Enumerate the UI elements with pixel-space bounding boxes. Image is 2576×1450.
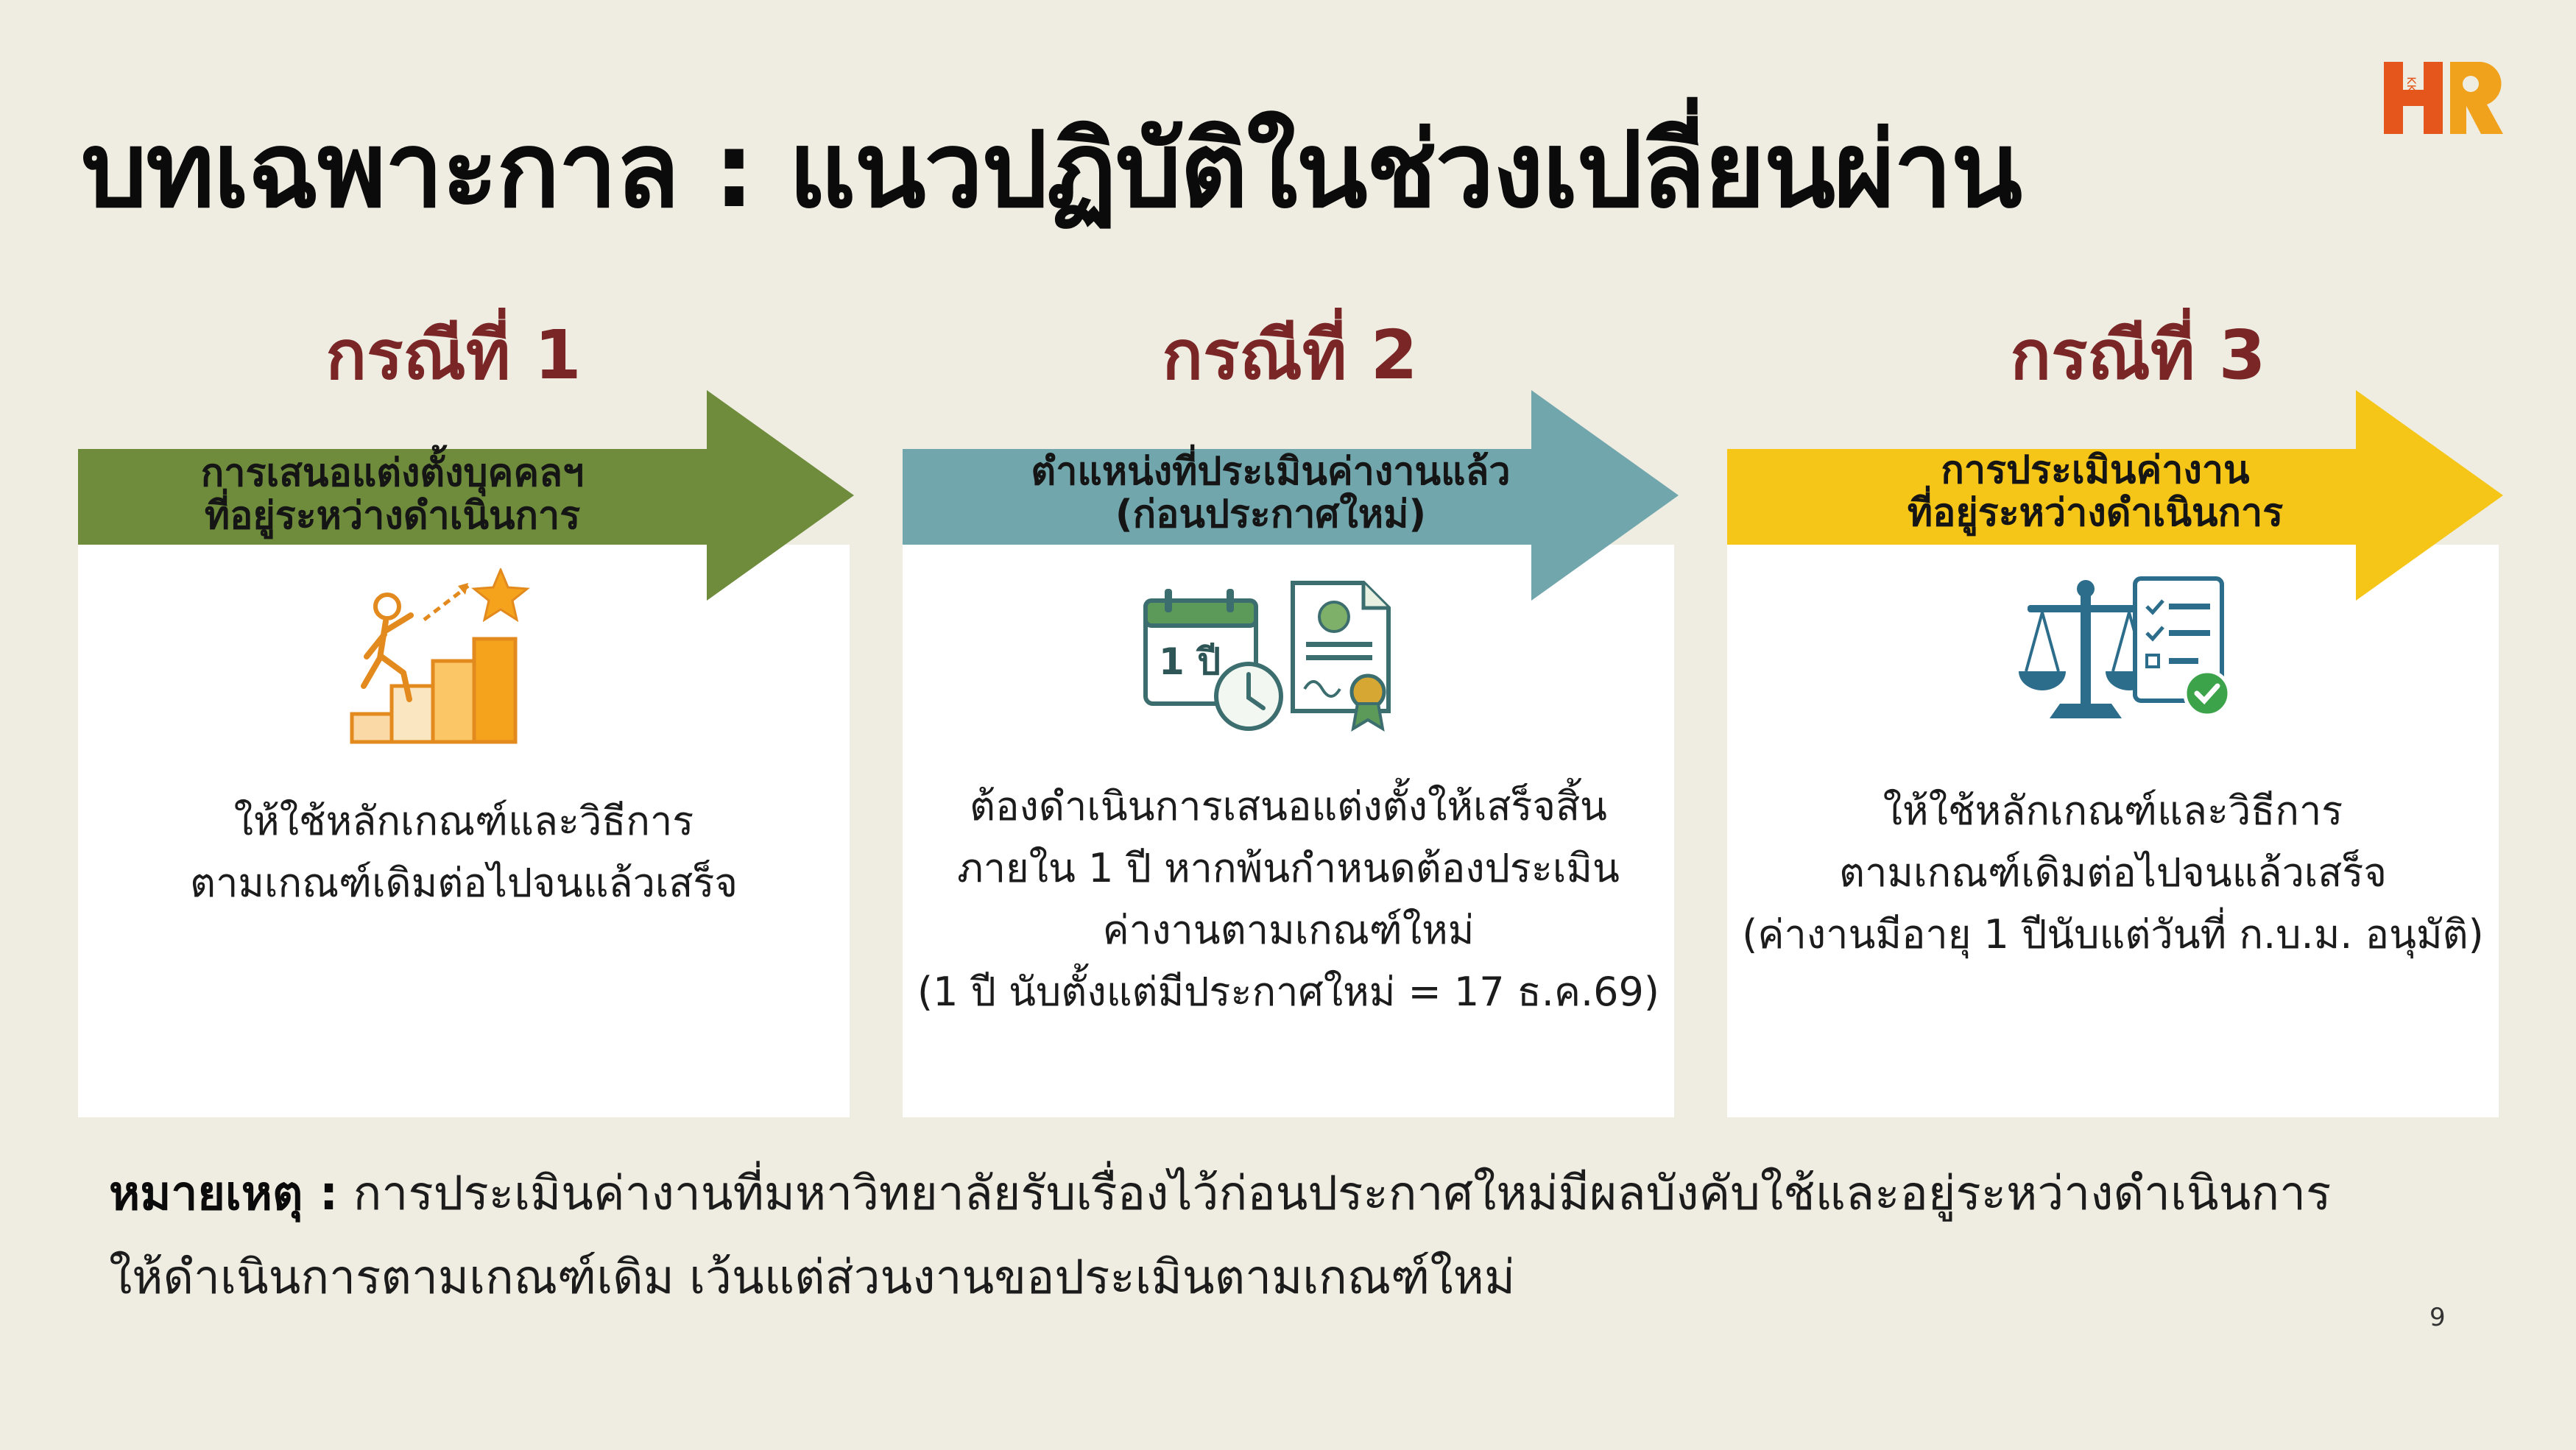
case-2-body-line: ต้องดำเนินการเสนอแต่งตั้งให้เสร็จสิ้น — [970, 783, 1607, 830]
case-2-heading: กรณีที่ 2 — [1162, 316, 1418, 395]
case-3-heading: กรณีที่ 3 — [2010, 316, 2266, 395]
case-2-body-line: ค่างานตามเกณฑ์ใหม่ — [1102, 907, 1475, 953]
footnote-text-1: การประเมินค่างานที่มหาวิทยาลัยรับเรื่องไ… — [353, 1167, 2332, 1221]
calendar-label: 1 ปี — [1159, 640, 1221, 683]
case-3-body-line: (ค่างานมีอายุ 1 ปีนับแต่วันที่ ก.บ.ม. อน… — [1742, 911, 2484, 958]
case-1-arrow-line2: ที่อยู่ระหว่างดำเนินการ — [204, 494, 581, 538]
case-2-card — [903, 545, 1674, 1117]
climbing-stairs-star-icon — [350, 568, 530, 744]
page-number: 9 — [2429, 1303, 2446, 1332]
page-title: บทเฉพาะกาล : แนวปฏิบัติในช่วงเปลี่ยนผ่าน — [81, 110, 2022, 231]
case-1-arrow — [78, 390, 854, 601]
case-3-body: ให้ใช้หลักเกณฑ์และวิธีการ ตามเกณฑ์เดิมต่… — [1727, 780, 2499, 966]
case-3-card — [1727, 545, 2499, 1117]
case-2-arrow-line2: (ก่อนประกาศใหม่) — [1115, 492, 1427, 537]
footnote: หมายเหตุ : การประเมินค่างานที่มหาวิทยาลั… — [109, 1152, 2331, 1320]
scale-checklist-icon — [2019, 576, 2231, 718]
case-1-body: ให้ใช้หลักเกณฑ์และวิธีการ ตามเกณฑ์เดิมต่… — [78, 791, 850, 914]
case-1-body-line: ตามเกณฑ์เดิมต่อไปจนแล้วเสร็จ — [190, 860, 738, 906]
case-1-body-line: ให้ใช้หลักเกณฑ์และวิธีการ — [233, 798, 694, 844]
footnote-line-2: ให้ดำเนินการตามเกณฑ์เดิม เว้นแต่ส่วนงานข… — [109, 1251, 1516, 1305]
case-1-card — [78, 545, 850, 1117]
case-3-body-line: ตามเกณฑ์เดิมต่อไปจนแล้วเสร็จ — [1839, 849, 2387, 896]
case-2-body-line: (1 ปี นับตั้งแต่มีประกาศใหม่ = 17 ธ.ค.69… — [917, 969, 1659, 1015]
case-2-arrow-label: ตำแหน่งที่ประเมินค่างานแล้ว (ก่อนประกาศใ… — [903, 450, 1639, 536]
case-3-arrow-line2: ที่อยู่ระหว่างดำเนินการ — [1907, 491, 2284, 535]
case-2-body: ต้องดำเนินการเสนอแต่งตั้งให้เสร็จสิ้น ภา… — [903, 776, 1674, 1023]
kku-hr-logo-icon: KKU — [2384, 62, 2503, 134]
case-2-arrow — [903, 390, 1679, 601]
case-1-arrow-line1: การเสนอแต่งตั้งบุคคลฯ — [200, 451, 585, 495]
case-3-body-line: ให้ใช้หลักเกณฑ์และวิธีการ — [1882, 788, 2343, 834]
case-1-heading: กรณีที่ 1 — [325, 316, 582, 395]
svg-text:KKU: KKU — [2404, 77, 2418, 100]
case-2-body-line: ภายใน 1 ปี หากพ้นกำหนดต้องประเมิน — [957, 845, 1620, 891]
footnote-line-1: หมายเหตุ : การประเมินค่างานที่มหาวิทยาลั… — [109, 1152, 2331, 1236]
case-3-arrow-line1: การประเมินค่างาน — [1941, 448, 2250, 492]
calendar-certificate-icon: 1 ปี — [1143, 581, 1391, 732]
case-3-arrow-label: การประเมินค่างาน ที่อยู่ระหว่างดำเนินการ — [1727, 449, 2463, 534]
case-2-arrow-line1: ตำแหน่งที่ประเมินค่างานแล้ว — [1031, 450, 1511, 494]
footnote-label: หมายเหตุ : — [109, 1167, 339, 1221]
case-1-arrow-label: การเสนอแต่งตั้งบุคคลฯ ที่อยู่ระหว่างดำเน… — [78, 452, 707, 537]
case-3-arrow — [1727, 390, 2503, 601]
